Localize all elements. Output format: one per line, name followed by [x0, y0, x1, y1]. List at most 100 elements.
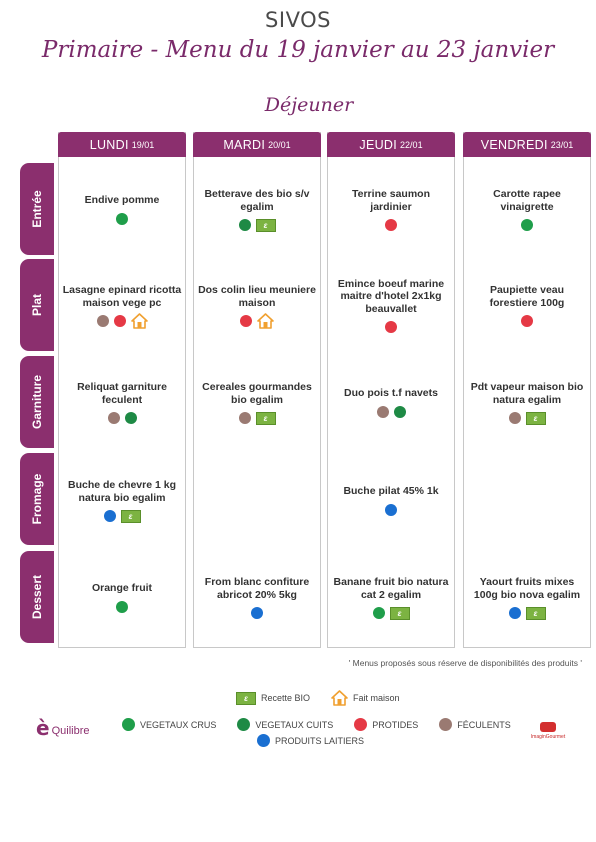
dish-marks: [240, 313, 274, 329]
produits-laitiers-dot-icon: [103, 510, 116, 522]
legend-vegetaux-crus-label: VEGETAUX CRUS: [140, 719, 217, 730]
dish-marks: [251, 605, 263, 621]
dish-marks: [385, 502, 397, 518]
dish-marks: [385, 217, 397, 233]
bio-leaf-icon: ε: [236, 691, 256, 705]
dish-name: From blanc confiture abricot 20% 5kg: [204, 576, 310, 601]
row-label-1: Plat: [20, 259, 54, 351]
dish-marks: [521, 217, 533, 233]
equilibre-logo: è Quilibre: [36, 718, 89, 738]
day-name: VENDREDI: [480, 137, 548, 152]
bio-leaf-icon: ε: [255, 218, 276, 232]
day-date: 20/01: [268, 139, 291, 150]
dish-name: Buche pilat 45% 1k: [343, 485, 439, 498]
dish-name: Carotte rapee vinaigrette: [493, 188, 561, 213]
menu-cell: Orange fruit: [58, 550, 186, 647]
menu-cell: Buche pilat 45% 1k: [327, 453, 455, 550]
vegetaux-cuits-dot-icon: [124, 412, 137, 424]
row-label-text: Plat: [30, 293, 44, 317]
blue-dot-icon: [257, 734, 270, 747]
row-label-text: Garniture: [30, 374, 44, 430]
row-label-0: Entrée: [20, 163, 54, 255]
partner-logo-text: ImaginGourmet: [530, 734, 566, 740]
menu-cell: [463, 453, 591, 550]
row-label-3: Fromage: [20, 453, 54, 545]
dish-marks: [116, 211, 128, 227]
day-name: MARDI: [223, 137, 266, 152]
dish-name: Duo pois t.f navets: [344, 387, 438, 400]
dish-name: Reliquat garniture feculent: [77, 381, 167, 406]
menu-cell: Duo pois t.f navets: [327, 355, 455, 452]
bio-leaf-icon: ε: [255, 411, 276, 425]
row-label-text: Entrée: [30, 190, 44, 228]
feculents-dot-icon: [107, 412, 120, 424]
menu-cell: Lasagne epinard ricotta maison vege pc: [58, 258, 186, 355]
legend-bio-label: Recette BIO: [261, 693, 311, 703]
menu-cell: [193, 453, 321, 550]
legend-produits-laitiers-label: PRODUITS LAITIERS: [275, 735, 365, 746]
house-icon: [130, 313, 148, 329]
produits-laitiers-dot-icon: [251, 607, 263, 619]
day-date: 23/01: [550, 139, 574, 150]
brand-text: Quilibre: [51, 725, 90, 737]
menu-cell: Banane fruit bio natura cat 2 egalim ε: [327, 550, 455, 647]
dish-name: Betterave des bio s/v egalim: [204, 188, 310, 213]
protides-dot-icon: [521, 315, 533, 327]
protides-dot-icon: [240, 315, 252, 327]
brown-dot-icon: [439, 718, 453, 731]
dish-marks: ε: [238, 410, 276, 426]
partner-logo-mark-icon: [540, 722, 556, 732]
protides-dot-icon: [385, 219, 397, 231]
row-label-2: Garniture: [20, 356, 54, 448]
day-date: 19/01: [131, 139, 155, 150]
dish-marks: ε: [238, 217, 276, 233]
feculents-dot-icon: [376, 405, 389, 418]
legend-vegetaux-crus: VEGETAUX CRUS: [122, 718, 216, 731]
menu-cell: Yaourt fruits mixes 100g bio nova egalim…: [463, 550, 591, 647]
dish-marks: ε: [103, 508, 141, 524]
dish-marks: [96, 313, 148, 329]
dish-name: Buche de chevre 1 kg natura bio egalim: [68, 479, 176, 504]
legend-protides: PROTIDES: [354, 718, 418, 731]
vegetaux-crus-dot-icon: [116, 212, 128, 225]
row-label-4: Dessert: [20, 551, 54, 643]
vegetaux-cuits-dot-icon: [393, 405, 406, 418]
vegetaux-crus-dot-icon: [116, 600, 128, 613]
meal-subtitle: Déjeuner: [264, 94, 354, 116]
legend-bio: ε Recette BIO: [236, 691, 311, 705]
dish-marks: [521, 313, 533, 329]
bio-leaf-icon: ε: [389, 606, 410, 620]
vegetaux-crus-dot-icon: [521, 219, 533, 231]
dish-marks: ε: [372, 605, 410, 621]
legend-fait-maison: Fait maison: [331, 690, 400, 706]
feculents-dot-icon: [238, 412, 251, 424]
dish-name: Paupiette veau forestiere 100g: [489, 284, 565, 309]
dish-marks: [376, 404, 406, 420]
day-date: 22/01: [400, 139, 423, 150]
dish-name: Banane fruit bio natura cat 2 egalim: [333, 576, 449, 601]
legend-fait-maison-label: Fait maison: [353, 693, 400, 703]
legend-protides-label: PROTIDES: [372, 719, 419, 730]
menu-cell: From blanc confiture abricot 20% 5kg: [193, 550, 321, 647]
dish-name: Emince boeuf marine maitre d'hotel 2x1kg…: [337, 277, 445, 315]
dish-name: Dos colin lieu meuniere maison: [198, 284, 316, 309]
dish-name: Orange fruit: [91, 582, 153, 595]
dish-marks: [116, 599, 128, 615]
dish-marks: ε: [508, 605, 546, 621]
protides-dot-icon: [385, 321, 397, 334]
row-label-text: Fromage: [30, 473, 44, 525]
day-name: LUNDI: [89, 137, 129, 152]
dish-name: Lasagne epinard ricotta maison vege pc: [62, 284, 182, 309]
menu-title: Primaire - Menu du 19 janvier au 23 janv…: [41, 37, 555, 63]
protides-dot-icon: [113, 315, 126, 327]
bio-leaf-icon: ε: [525, 411, 546, 425]
legend-dairy: PRODUITS LAITIERS: [257, 734, 380, 747]
